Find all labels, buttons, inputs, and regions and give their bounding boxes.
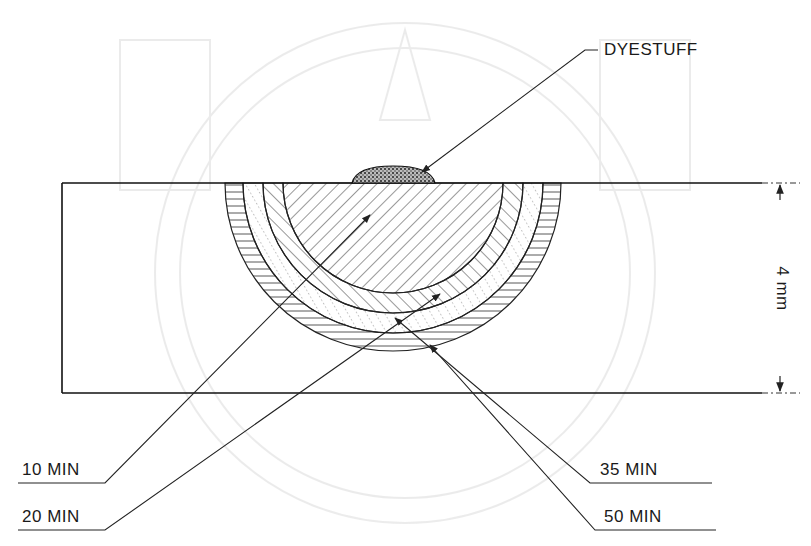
material-label: DYESTUFF [604,41,698,58]
time-label: 20 MIN [22,508,80,525]
time-label: 35 MIN [600,461,658,478]
time-label: 10 MIN [22,461,80,478]
watermark-emblem [120,23,690,523]
time-label: 50 MIN [604,508,662,525]
dimension-label: 4 mm [774,264,791,313]
